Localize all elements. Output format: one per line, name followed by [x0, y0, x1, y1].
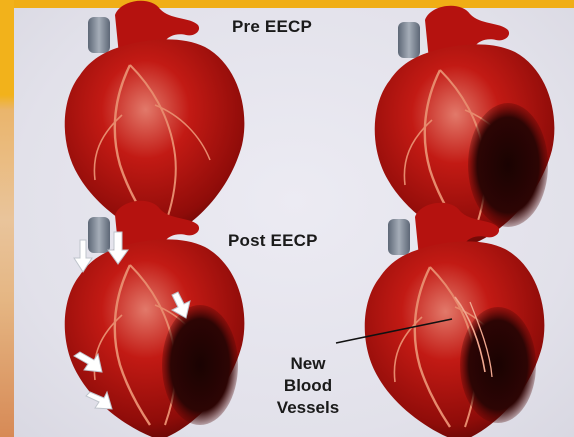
pre-eecp-label: Pre EECP	[232, 17, 312, 37]
annotation-line-1: New	[258, 353, 358, 375]
post-heart-arrows	[65, 201, 245, 437]
new-blood-vessels-annotation: New Blood Vessels	[258, 353, 358, 419]
annotation-line-2: Blood	[258, 375, 358, 397]
post-heart-new-vessels	[365, 203, 545, 437]
annotation-line-3: Vessels	[258, 397, 358, 419]
post-eecp-label: Post EECP	[228, 231, 318, 251]
pre-heart-damaged	[375, 6, 555, 245]
